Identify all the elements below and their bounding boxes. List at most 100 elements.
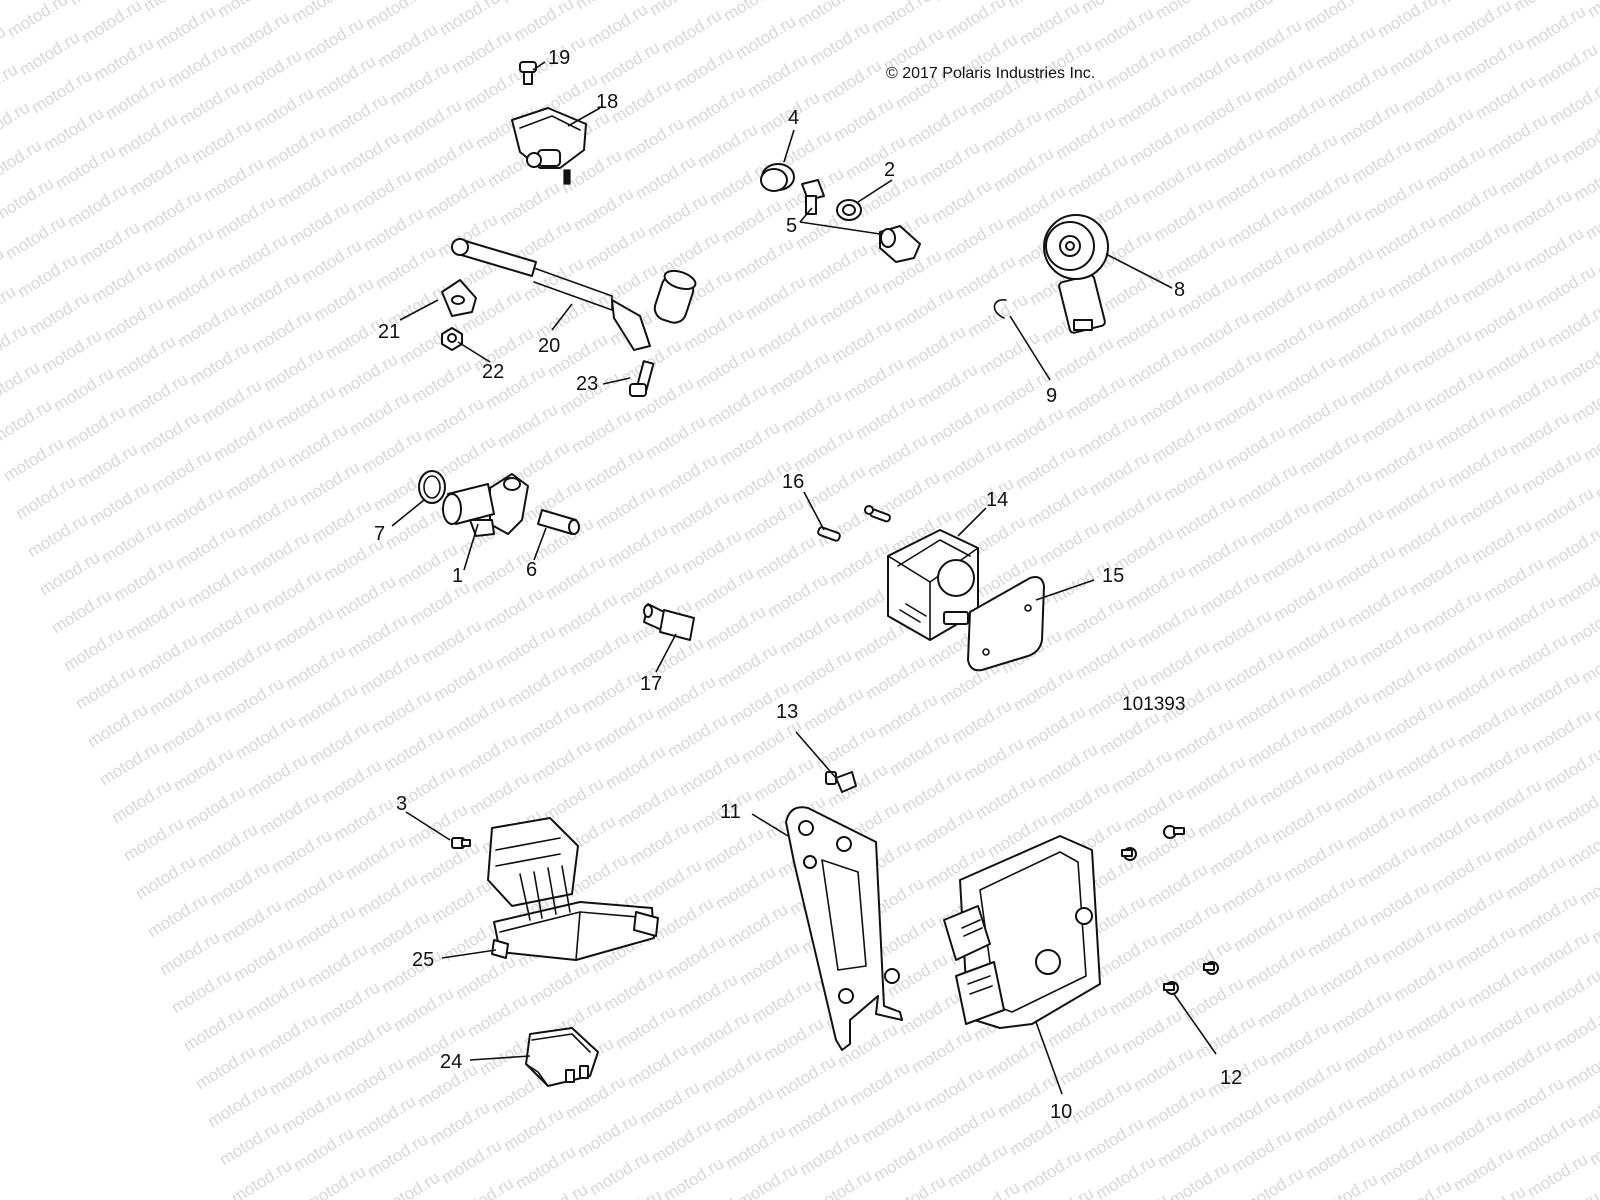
callout-6: 6 [526,559,537,581]
watermark-text: motod.ru [620,114,687,166]
watermark-text: motod.ru [174,300,241,352]
callout-18: 18 [596,91,618,113]
watermark-text: motod.ru [96,738,163,790]
watermark-text: motod.ru [1242,942,1309,994]
watermark-text: motod.ru [1062,372,1129,424]
watermark-text: motod.ru [1468,516,1535,568]
watermark-text: motod.ru [416,838,483,890]
watermark-text: motod.ru [1490,814,1557,866]
part-15-gasket [967,576,1045,672]
watermark-text: motod.ru [776,608,843,660]
watermark-text: motod.ru [1324,60,1391,112]
watermark-text: motod.ru [262,122,329,174]
callout-2: 2 [884,159,895,181]
watermark-text: motod.ru [312,52,379,104]
watermark-text: motod.ru [1236,238,1303,290]
part-6-pin [537,509,580,535]
watermark-text: motod.ru [990,144,1057,196]
watermark-text: motod.ru [594,260,661,312]
watermark-text: motod.ru [932,1102,999,1154]
watermark-text: motod.ru [358,426,425,478]
watermark-text: motod.ru [1476,998,1543,1050]
watermark-text: motod.ru [242,972,309,1024]
watermark-text: motod.ru [310,274,377,326]
watermark-text: motod.ru [238,46,305,98]
watermark-text: motod.ru [1370,434,1437,486]
watermark-text: motod.ru [76,218,143,270]
watermark-text: motod.ru [108,776,175,828]
callout-8: 8 [1174,279,1185,301]
watermark-text: motod.ru [1426,1068,1493,1120]
watermark-text: motod.ru [790,424,857,476]
watermark-text: motod.ru [1418,586,1485,638]
watermark-text: motod.ru [818,56,885,108]
watermark-text: motod.ru [1332,542,1399,594]
watermark-text: motod.ru [246,528,313,580]
watermark-text: motod.ru [224,230,291,282]
callout-24: 24 [440,1051,462,1073]
watermark-text: motod.ru [1478,776,1545,828]
watermark-text: motod.ru [234,490,301,542]
watermark-text: motod.ru [148,446,215,498]
callout-7: 7 [374,523,385,545]
watermark-text: motod.ru [766,348,833,400]
part-4-cap [760,163,795,192]
watermark-text: motod.ru [132,852,199,904]
watermark-text: motod.ru [304,940,371,992]
watermark-text: motod.ru [600,964,667,1016]
watermark-text: motod.ru [1398,66,1465,118]
watermark-text: motod.ru [1060,594,1127,646]
watermark-text: motod.ru [494,400,561,452]
watermark-text: motod.ru [244,750,311,802]
watermark-text: motod.ru [266,1048,333,1100]
watermark-text: motod.ru [236,268,303,320]
watermark-text: motod.ru [1090,4,1157,56]
watermark-text: motod.ru [644,190,711,242]
watermark-text: motod.ru [806,18,873,70]
watermark-text: motod.ru [294,680,361,732]
watermark-text: motod.ru [750,754,817,806]
watermark-text: motod.ru [1372,212,1439,264]
watermark-text: motod.ru [382,502,449,554]
watermark-text: motod.ru [1360,174,1427,226]
watermark-text: motod.ru [1022,702,1089,754]
watermark-text: motod.ru [1136,378,1203,430]
watermark-text: motod.ru [88,256,155,308]
watermark-text: motod.ru [754,310,821,362]
watermark-text: motod.ru [1224,200,1291,252]
watermark-text: motod.ru [460,64,527,116]
watermark-text: motod.ru [1434,180,1501,232]
watermark-text: motod.ru [26,288,93,340]
watermark-text: motod.ru [158,706,225,758]
watermark-text: motod.ru [752,532,819,584]
watermark-text: motod.ru [1142,1082,1209,1134]
watermark-text: motod.ru [716,418,783,470]
watermark-text: motod.ru [1404,770,1471,822]
watermark-text: motod.ru [526,958,593,1010]
watermark-text: motod.ru [718,196,785,248]
watermark-text: motod.ru [1034,740,1101,792]
watermark-text: motod.ru [802,462,869,514]
watermark-text: motod.ru [274,160,341,212]
watermark-text: motod.ru [1138,156,1205,208]
watermark-text: motod.ru [1392,732,1459,784]
watermark-text: motod.ru [210,414,277,466]
callout-25: 25 [412,949,434,971]
callout-15: 15 [1102,565,1124,587]
watermark-text: motod.ru [812,722,879,774]
watermark-text: motod.ru [742,272,809,324]
watermark-text: motod.ru [1336,98,1403,150]
watermark-text: motod.ru [662,932,729,984]
watermark-text: motod.ru [16,28,83,80]
watermark-text: motod.ru [1516,668,1583,720]
watermark-text: motod.ru [686,1008,753,1060]
watermark-text: motod.ru [260,344,327,396]
watermark-text: motod.ru [784,1090,851,1142]
watermark-text: motod.ru [1528,706,1595,758]
watermark-text: motod.ru [1056,1038,1123,1090]
watermark-text: motod.ru [230,934,297,986]
watermark-text: motod.ru [292,902,359,954]
watermark-text: motod.ru [368,686,435,738]
watermark-text: motod.ru [642,412,709,464]
watermark-text: motod.ru [1126,118,1193,170]
